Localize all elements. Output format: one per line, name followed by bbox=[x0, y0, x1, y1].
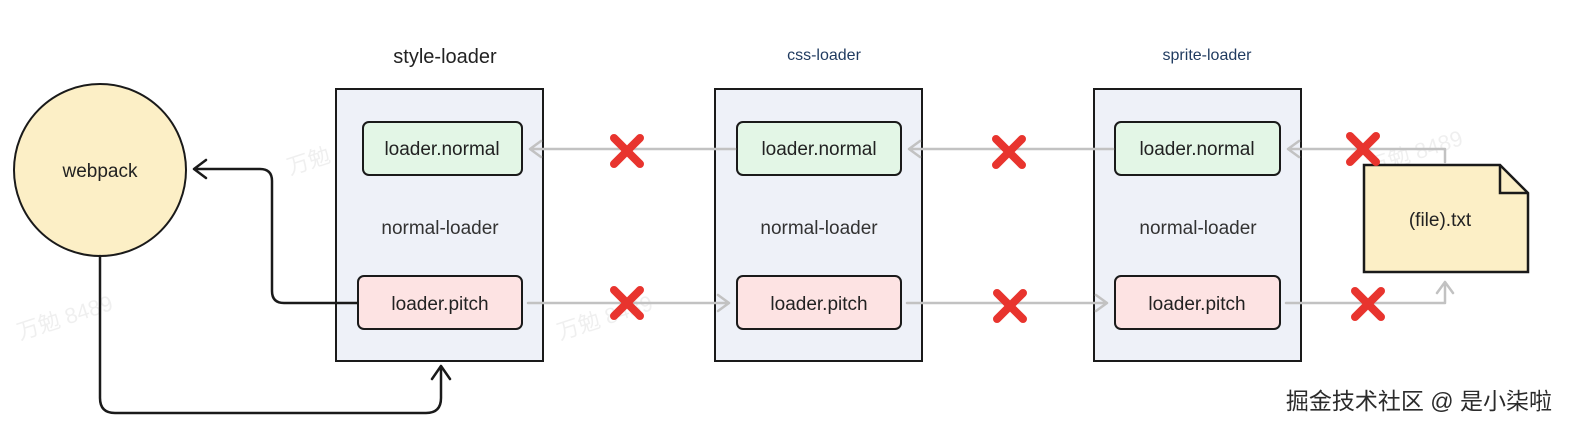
style-loader-middle-label: normal-loader bbox=[381, 218, 499, 239]
css-loader-normal-box bbox=[736, 121, 902, 176]
arrow-webpack-to-style-loader bbox=[98, 254, 452, 415]
loader-title-sprite: sprite-loader bbox=[1163, 47, 1253, 64]
arrow-sprite-to-file-pitch bbox=[1284, 280, 1455, 305]
credit-text: 掘金技术社区 @ 是小柒啦 bbox=[1286, 388, 1552, 414]
blocked-x-icon bbox=[997, 293, 1023, 319]
pitch-flow-arrows bbox=[526, 280, 1455, 313]
return-arrows bbox=[98, 158, 452, 415]
file-fold bbox=[1498, 165, 1528, 195]
blocked-x-icon bbox=[614, 138, 640, 164]
arrow-file-to-sprite-normal bbox=[1286, 139, 1447, 164]
sprite-loader-normal-label: loader.normal bbox=[1139, 139, 1254, 160]
normal-flow-arrows bbox=[528, 139, 1447, 164]
file-label: (file).txt bbox=[1409, 210, 1472, 231]
sprite-loader-normal-box bbox=[1114, 121, 1281, 176]
style-loader-pitch-label: loader.pitch bbox=[391, 294, 488, 315]
css-loader-pitch-label: loader.pitch bbox=[770, 294, 867, 315]
blocked-x-icon bbox=[996, 139, 1022, 165]
loader-title-style: style-loader bbox=[393, 46, 497, 68]
sprite-loader-pitch-box bbox=[1114, 275, 1281, 330]
sprite-loader-pitch-label: loader.pitch bbox=[1148, 294, 1245, 315]
css-loader-middle-label: normal-loader bbox=[760, 218, 878, 239]
style-loader-normal-label: loader.normal bbox=[384, 139, 499, 160]
arrow-style-pitch-to-webpack bbox=[192, 158, 359, 305]
css-loader-normal-label: loader.normal bbox=[761, 139, 876, 160]
css-loader-pitch-box bbox=[736, 275, 902, 330]
file-node bbox=[1362, 163, 1530, 274]
style-loader-normal-box bbox=[362, 121, 523, 176]
webpack-label: webpack bbox=[62, 161, 138, 182]
sprite-loader-middle-label: normal-loader bbox=[1139, 218, 1257, 239]
loader-title-css: css-loader bbox=[787, 47, 861, 64]
